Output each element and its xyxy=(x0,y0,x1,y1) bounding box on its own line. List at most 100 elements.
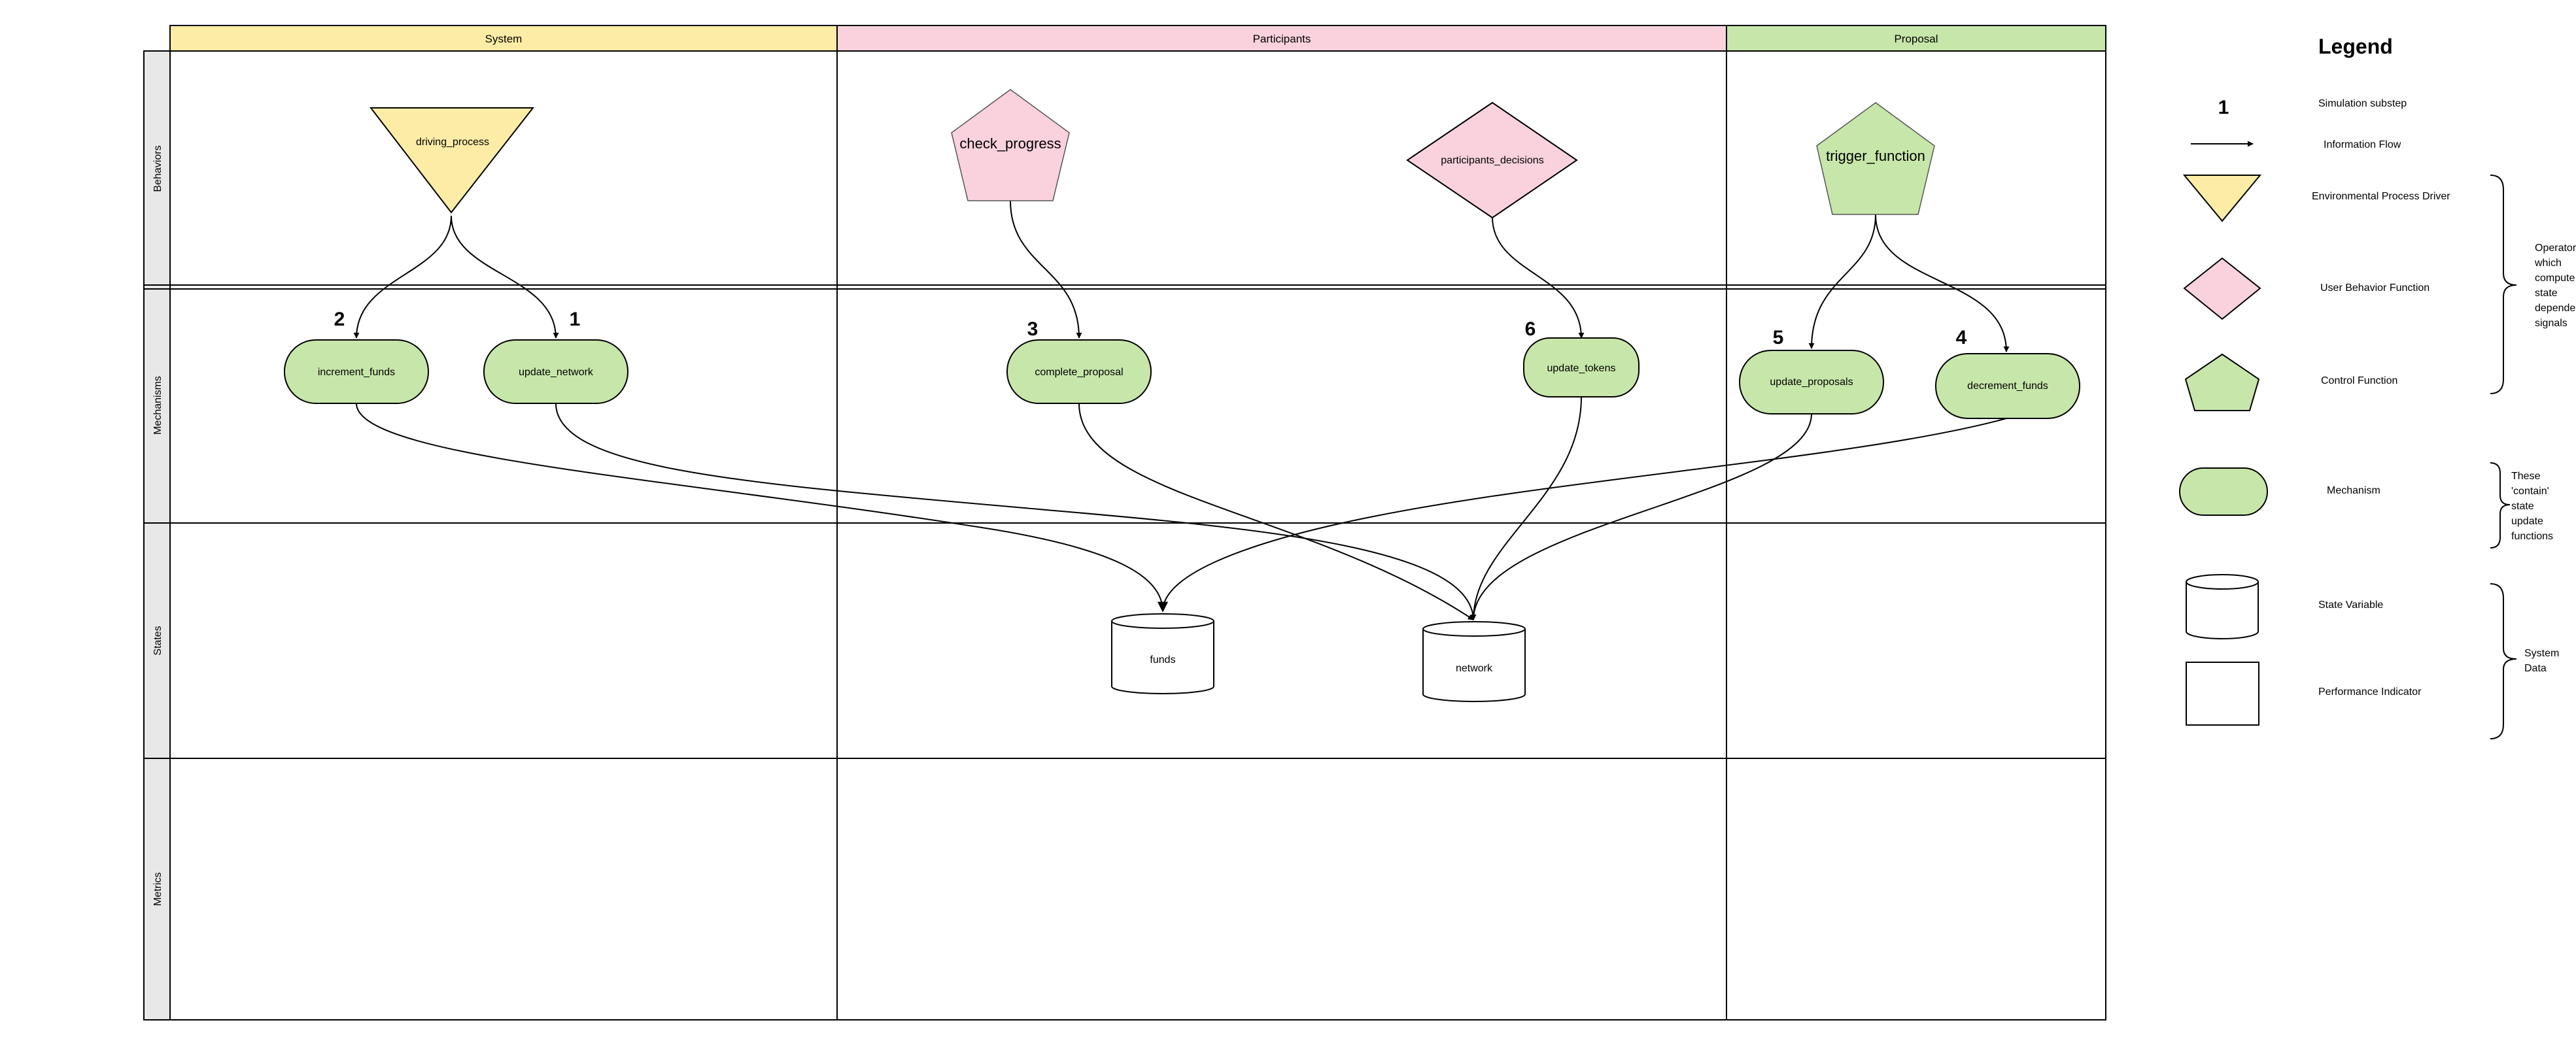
control-function-pentagon-icon xyxy=(951,89,1070,201)
cylinder-top xyxy=(2186,574,2259,590)
mechanism-update-network[interactable]: update_network 1 xyxy=(483,309,628,404)
flow-complete-to-network xyxy=(1078,403,1474,620)
flow-trigger-to-update-proposals xyxy=(1808,214,1876,349)
flow-decisions-to-update-tokens xyxy=(1492,216,1585,339)
mechanism-label-increment-funds: increment_funds xyxy=(318,367,395,378)
user-behavior-diamond-icon xyxy=(1406,101,1578,219)
flow-driving-to-update-network xyxy=(451,215,559,339)
system-data-note-line: Data xyxy=(2524,663,2547,674)
system-data-note-line: System xyxy=(2524,648,2559,659)
state-variable-cylinder-icon xyxy=(1111,621,1214,694)
legend-label-user-behavior-function: User Behavior Function xyxy=(2320,282,2430,294)
state-label-network: network xyxy=(1456,663,1493,674)
state-label-funds: funds xyxy=(1150,654,1175,666)
operators-note-line: signals xyxy=(2535,318,2567,329)
state-variable-cylinder-icon xyxy=(2186,582,2259,639)
mechanism-brace-icon xyxy=(2490,462,2511,548)
mechanism-complete-proposal[interactable]: complete_proposal 3 xyxy=(1006,318,1152,404)
state-funds[interactable]: funds xyxy=(1111,613,1214,694)
column-headers: System Participants Proposal xyxy=(169,25,2106,52)
legend: Legend 1 Simulation substep Information … xyxy=(2179,35,2576,739)
mechanism-pill-icon xyxy=(1523,337,1640,397)
row-headers: Behaviors Mechanisms States Metrics xyxy=(143,50,171,1021)
mechanism-update-tokens[interactable]: update_tokens 6 xyxy=(1523,318,1640,397)
behavior-label-participants-decisions: participants_decisions xyxy=(1441,155,1543,166)
operators-note-line: dependent xyxy=(2535,303,2576,314)
legend-label-substep: Simulation substep xyxy=(2318,98,2407,109)
behavior-label-trigger-function: trigger_function xyxy=(1826,148,1925,164)
mechanism-note-line: functions xyxy=(2511,531,2553,542)
substep-number: 5 xyxy=(1773,327,1784,348)
flow-driving-to-increment xyxy=(353,215,452,339)
mechanism-label-update-network: update_network xyxy=(519,367,594,378)
flow-update-tokens-to-network xyxy=(1470,396,1582,620)
behavior-connectors xyxy=(353,200,2010,352)
mechanism-pill-icon xyxy=(2179,467,2268,516)
mechanism-note-line: update xyxy=(2511,516,2543,527)
state-connectors xyxy=(356,396,2007,620)
flow-update-proposals-to-network xyxy=(1470,413,1812,620)
operators-note-line: which xyxy=(2534,258,2562,269)
legend-title: Legend xyxy=(2318,35,2393,58)
column-label-proposal: Proposal xyxy=(1894,33,1938,45)
flow-decrement-to-funds xyxy=(1158,418,2007,613)
control-function-pentagon-icon xyxy=(2184,353,2260,411)
mechanism-pill-icon xyxy=(483,339,628,404)
substep-number: 3 xyxy=(1027,318,1039,340)
behavior-label-driving-process: driving_process xyxy=(416,137,489,148)
behavior-check-progress[interactable]: check_progress xyxy=(951,89,1070,201)
flow-trigger-to-decrement xyxy=(1875,214,2010,352)
behavior-trigger-function[interactable]: trigger_function xyxy=(1816,102,1935,215)
flow-check-to-complete xyxy=(1010,200,1082,339)
mechanism-label-update-tokens: update_tokens xyxy=(1547,363,1616,374)
column-header-system xyxy=(169,25,838,52)
system-data-note: System Data xyxy=(2524,648,2559,674)
column-label-participants: Participants xyxy=(1253,33,1311,45)
user-behavior-diamond-icon xyxy=(2183,257,2261,320)
substep-number: 6 xyxy=(1525,318,1536,340)
performance-indicator-square-icon xyxy=(2186,662,2259,726)
environmental-process-triangle-icon xyxy=(2182,175,2262,222)
flow-increment-to-funds xyxy=(356,403,1168,613)
mechanism-pill-icon xyxy=(1006,339,1152,404)
mechanism-label-complete-proposal: complete_proposal xyxy=(1035,367,1123,378)
row-label-metrics: Metrics xyxy=(152,872,163,906)
mechanism-note-line: state xyxy=(2511,501,2534,512)
cylinder-top xyxy=(1111,613,1214,629)
flow-update-network-to-network xyxy=(555,403,1477,620)
substep-number: 1 xyxy=(570,309,581,330)
mechanism-note: These 'contain' state update functions xyxy=(2511,471,2553,542)
substep-number: 2 xyxy=(334,309,345,330)
behavior-label-check-progress: check_progress xyxy=(959,135,1061,152)
substep-number: 4 xyxy=(1956,327,1967,348)
mechanism-note-line: These xyxy=(2511,471,2541,482)
operators-brace-icon xyxy=(2490,175,2517,394)
behavior-driving-process[interactable]: driving_process xyxy=(369,107,535,214)
mechanism-pill-icon xyxy=(1739,350,1884,414)
legend-substep-number: 1 xyxy=(2218,97,2229,118)
state-variable-cylinder-icon xyxy=(1422,629,1526,702)
mechanism-label-decrement-funds: decrement_funds xyxy=(1967,380,2048,392)
legend-label-mechanism: Mechanism xyxy=(2327,485,2380,496)
legend-label-information-flow: Information Flow xyxy=(2324,139,2401,150)
mechanism-increment-funds[interactable]: increment_funds 2 xyxy=(284,309,429,404)
legend-label-environmental-process-driver: Environmental Process Driver xyxy=(2312,191,2450,202)
cylinder-top xyxy=(1422,621,1526,637)
operators-note: Operators which compute state dependent … xyxy=(2534,243,2576,329)
legend-label-state-variable: State Variable xyxy=(2318,599,2383,611)
mechanism-update-proposals[interactable]: update_proposals 5 xyxy=(1739,327,1884,414)
legend-label-control-function: Control Function xyxy=(2321,375,2397,386)
mechanism-decrement-funds[interactable]: decrement_funds 4 xyxy=(1935,327,2080,419)
column-label-system: System xyxy=(485,33,523,45)
mechanism-note-line: 'contain' xyxy=(2511,486,2549,497)
behavior-participants-decisions[interactable]: participants_decisions xyxy=(1406,101,1578,219)
state-network[interactable]: network xyxy=(1422,621,1526,702)
control-function-pentagon-icon xyxy=(1816,102,1935,215)
swimlane-grid xyxy=(144,50,2106,1021)
row-label-states: States xyxy=(152,626,163,655)
row-label-mechanisms: Mechanisms xyxy=(152,376,163,435)
system-data-brace-icon xyxy=(2490,583,2517,739)
mechanism-pill-icon xyxy=(284,339,429,404)
legend-label-performance-indicator: Performance Indicator xyxy=(2318,686,2422,698)
